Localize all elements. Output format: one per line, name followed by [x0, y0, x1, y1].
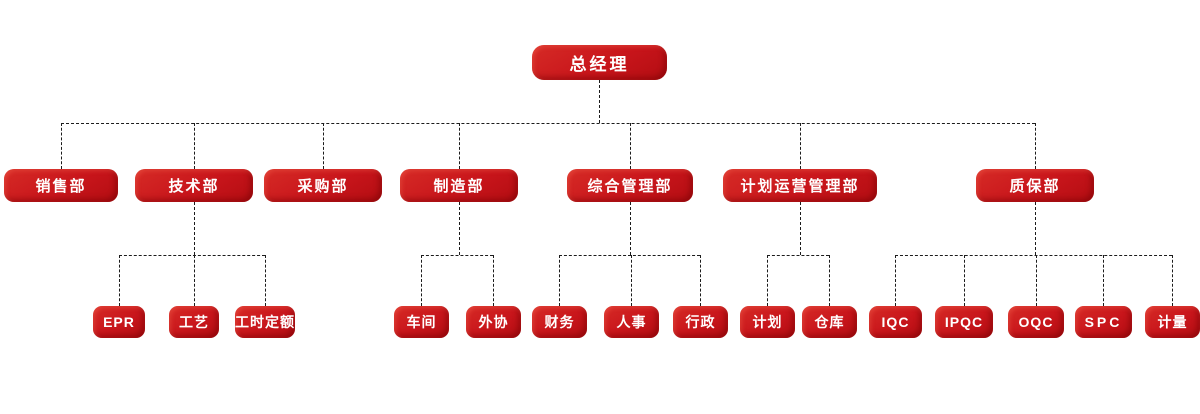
connector-drop-oqc: [1036, 255, 1037, 306]
connector-drop-planning-ops: [800, 123, 801, 169]
org-node-epr: EPR: [93, 306, 145, 338]
connector-rail-general-mgmt: [559, 255, 700, 256]
org-node-purchasing-dept: 采购部: [264, 169, 382, 202]
org-node-ipqc: IPQC: [935, 306, 993, 338]
connector-drop-spc: [1103, 255, 1104, 306]
connector-drop-iqc: [895, 255, 896, 306]
connector-drop-warehouse: [829, 255, 830, 306]
org-node-hr: 人事: [604, 306, 659, 338]
org-node-tech-dept: 技术部: [135, 169, 253, 202]
connector-drop-sales: [61, 123, 62, 169]
org-node-manufacturing-dept: 制造部: [400, 169, 518, 202]
connector-rail-qa: [895, 255, 1172, 256]
connector-drop-purchasing: [323, 123, 324, 169]
connector-drop-ipqc: [964, 255, 965, 306]
connector-drop-workshop: [421, 255, 422, 306]
connector-drop-finance: [559, 255, 560, 306]
org-node-general-manager: 总经理: [532, 45, 667, 80]
org-node-sales-dept: 销售部: [4, 169, 118, 202]
connector-drop-epr: [119, 255, 120, 306]
org-node-finance: 财务: [532, 306, 587, 338]
org-node-planning-ops-dept: 计划运营管理部: [723, 169, 877, 202]
connector-drop-qa: [1035, 123, 1036, 169]
org-node-workshop: 车间: [394, 306, 449, 338]
org-node-labor-quota: 工时定额: [235, 306, 295, 338]
connector-drop-manufacturing: [459, 123, 460, 169]
connector-drop-admin: [700, 255, 701, 306]
connector-drop-process: [194, 255, 195, 306]
org-node-process: 工艺: [169, 306, 219, 338]
connector-stem-general-mgmt: [630, 202, 631, 255]
org-node-metrology: 计量: [1145, 306, 1200, 338]
connector-stem-qa: [1035, 202, 1036, 255]
connector-rail-manufacturing: [421, 255, 493, 256]
org-node-general-mgmt-dept: 综合管理部: [567, 169, 693, 202]
connector-drop-general-mgmt: [630, 123, 631, 169]
org-node-planning: 计划: [740, 306, 795, 338]
connector-drop-tech: [194, 123, 195, 169]
org-node-admin: 行政: [673, 306, 728, 338]
org-node-oqc: OQC: [1008, 306, 1064, 338]
connector-drop-planning: [767, 255, 768, 306]
org-node-qa-dept: 质保部: [976, 169, 1094, 202]
connector-stem-manufacturing: [459, 202, 460, 255]
connector-rail-planning-ops: [767, 255, 829, 256]
connector-drop-outsourcing: [493, 255, 494, 306]
connector-drop-metrology: [1172, 255, 1173, 306]
connector-root-stem: [599, 80, 600, 123]
connector-stem-tech: [194, 202, 195, 255]
connector-stem-planning-ops: [800, 202, 801, 255]
org-node-warehouse: 仓库: [802, 306, 857, 338]
connector-drop-hr: [631, 255, 632, 306]
connector-drop-labor-quota: [265, 255, 266, 306]
connector-rail-level1: [61, 123, 1035, 124]
org-node-iqc: IQC: [869, 306, 922, 338]
org-node-spc: SPC: [1075, 306, 1132, 338]
connector-rail-tech: [119, 255, 265, 256]
org-node-outsourcing: 外协: [466, 306, 521, 338]
